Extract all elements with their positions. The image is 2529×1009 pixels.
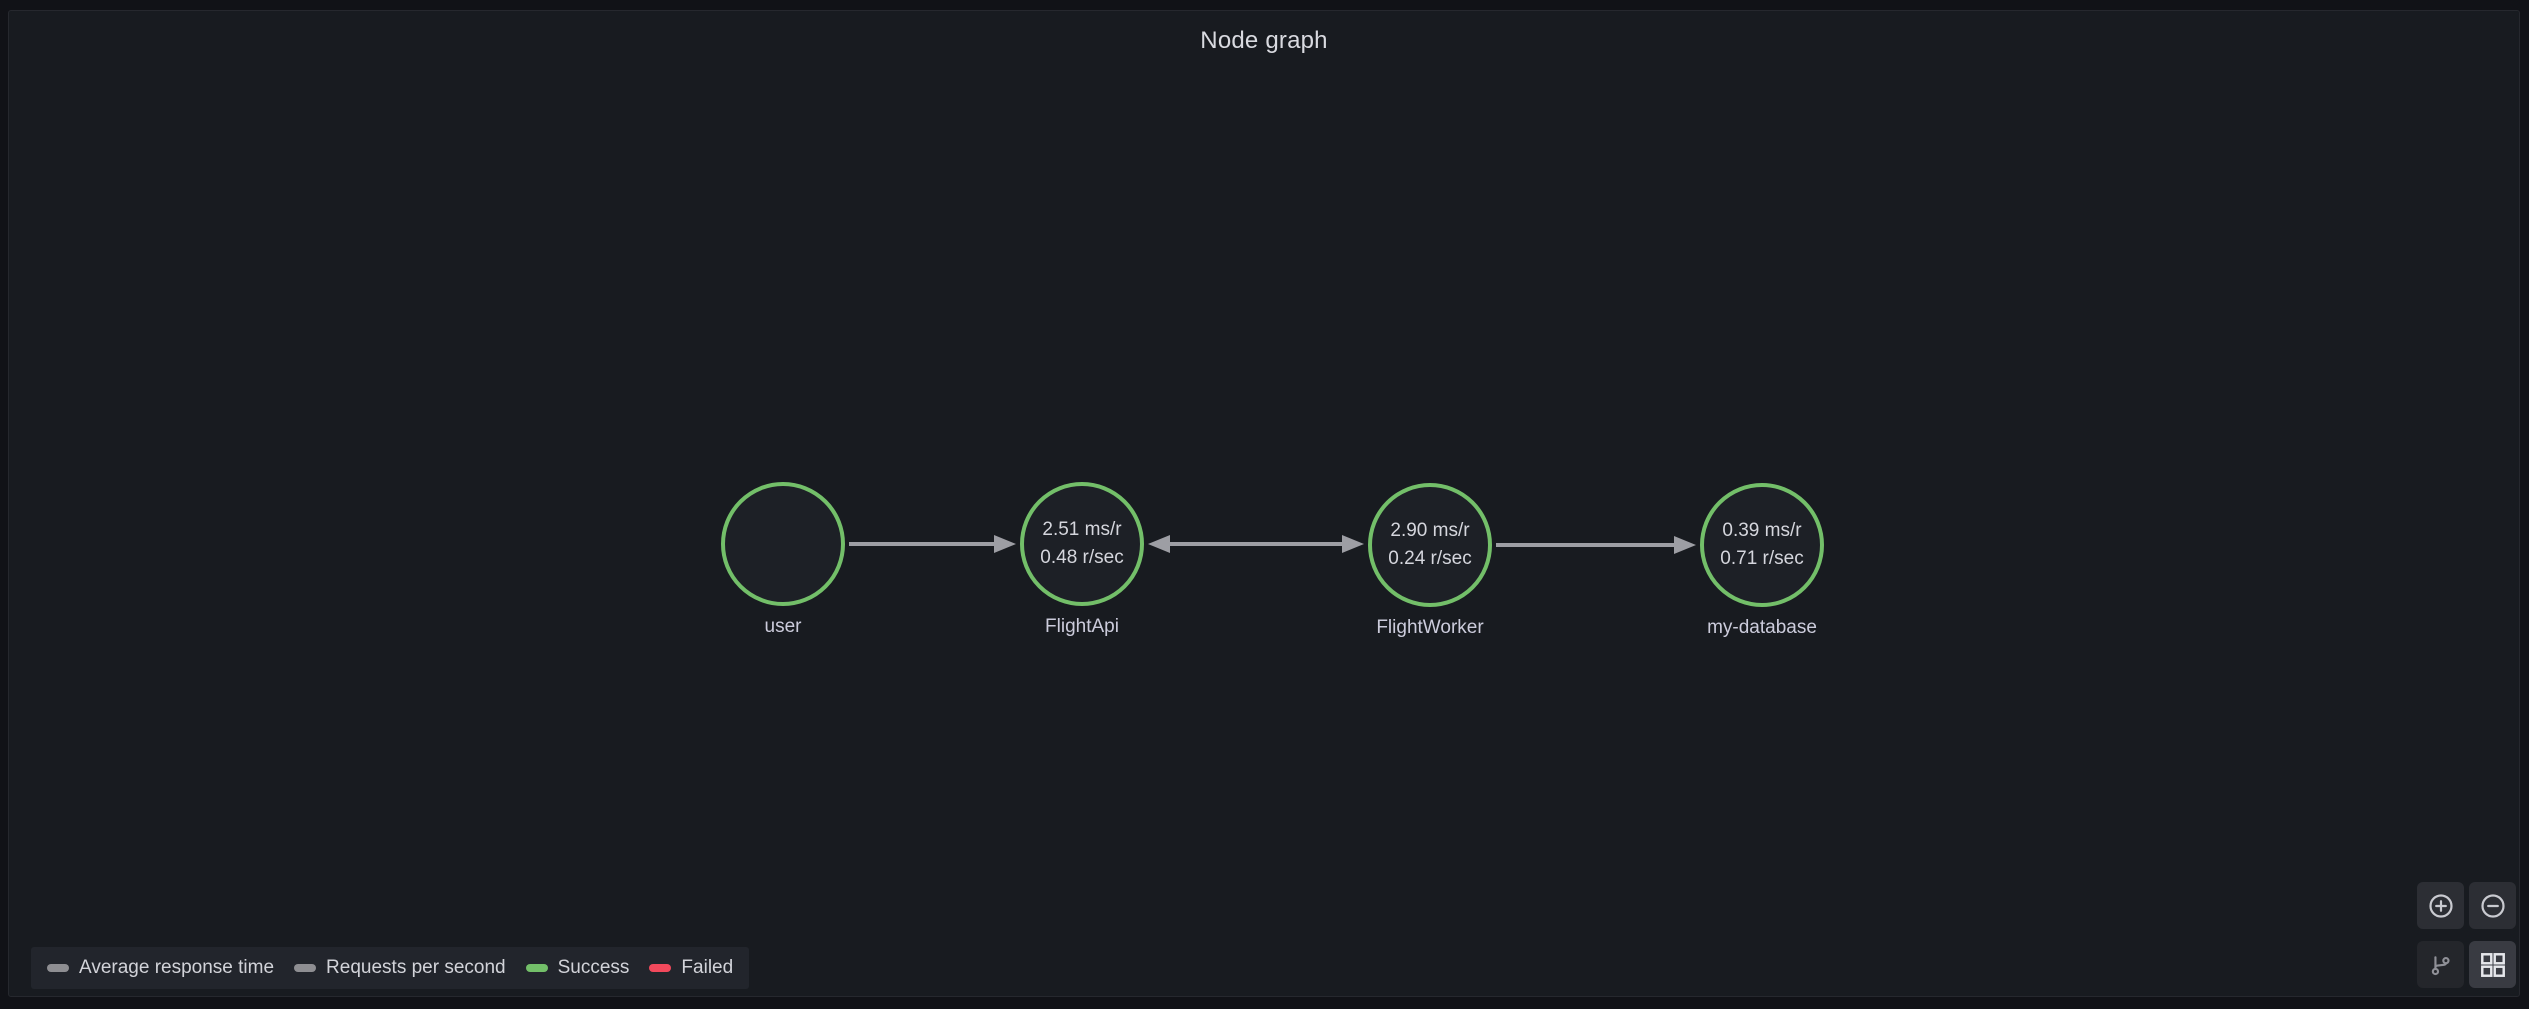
legend-item-average-response-time: Average response time [47, 957, 274, 979]
zoom-out-button[interactable] [2469, 882, 2516, 929]
node-user[interactable] [721, 482, 845, 606]
node-stats: 2.51 ms/r 0.48 r/sec [1040, 519, 1124, 568]
code-branch-icon [2431, 956, 2450, 976]
circle-plus-icon [2428, 893, 2453, 918]
panel-title[interactable]: Node graph [1200, 27, 1328, 54]
legend-item-failed: Failed [649, 957, 733, 979]
node-stats: 2.90 ms/r 0.24 r/sec [1388, 520, 1472, 569]
node-label-flightworker: FlightWorker [1376, 617, 1484, 638]
edge-user-to-flightapi[interactable] [849, 535, 1016, 553]
edge-flightapi-flightworker-bidirectional[interactable] [1148, 535, 1364, 553]
legend-color-requests-per-second-icon [294, 964, 317, 972]
node-mydatabase[interactable]: 0.39 ms/r 0.71 r/sec [1700, 483, 1824, 607]
node-stats: 0.39 ms/r 0.71 r/sec [1720, 520, 1804, 569]
edge-flightworker-to-mydatabase[interactable] [1496, 536, 1696, 554]
legend-color-average-response-time-icon [47, 964, 69, 972]
graph-legend: Average response time Requests per secon… [31, 947, 750, 989]
legend-item-requests-per-second: Requests per second [294, 957, 506, 979]
node-label-user: user [764, 616, 802, 637]
node-graph-panel: Node graph [8, 10, 2520, 997]
graph-canvas[interactable]: user 2.51 ms/r 0.48 r/sec FlightApi 2.90… [9, 11, 2519, 996]
legend-color-success-icon [525, 964, 548, 972]
circle-minus-icon [2480, 893, 2505, 918]
hierarchical-layout-button[interactable] [2417, 941, 2464, 988]
grid-layout-button[interactable] [2469, 941, 2516, 988]
node-label-flightapi: FlightApi [1045, 616, 1119, 637]
node-flightapi[interactable]: 2.51 ms/r 0.48 r/sec [1020, 482, 1144, 606]
edges-layer [849, 535, 1696, 554]
zoom-in-button[interactable] [2417, 882, 2464, 929]
legend-item-success: Success [525, 957, 629, 979]
legend-color-failed-icon [649, 964, 672, 972]
node-label-mydatabase: my-database [1707, 617, 1817, 638]
grid-squares-icon [2480, 952, 2505, 977]
node-flightworker[interactable]: 2.90 ms/r 0.24 r/sec [1368, 483, 1492, 607]
